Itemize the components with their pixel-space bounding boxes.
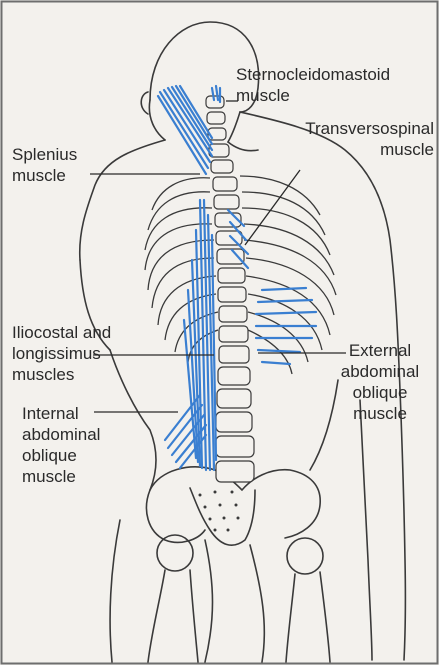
splenius-muscle	[158, 86, 212, 174]
label-transversospinal: Transversospinal muscle	[305, 118, 434, 160]
label-iliocostal-longissimus: Iliocostal and longissimus muscles	[12, 322, 111, 385]
label-internal-oblique: Internal abdominal oblique muscle	[22, 403, 100, 487]
label-external-oblique: External abdominal oblique muscle	[330, 340, 430, 424]
label-splenius: Splenius muscle	[12, 144, 77, 186]
iliocostal-longissimus-muscles	[184, 200, 216, 470]
sacrum-foramina	[199, 491, 240, 532]
label-sternocleidomastoid: Sternocleidomastoid muscle	[236, 64, 390, 106]
